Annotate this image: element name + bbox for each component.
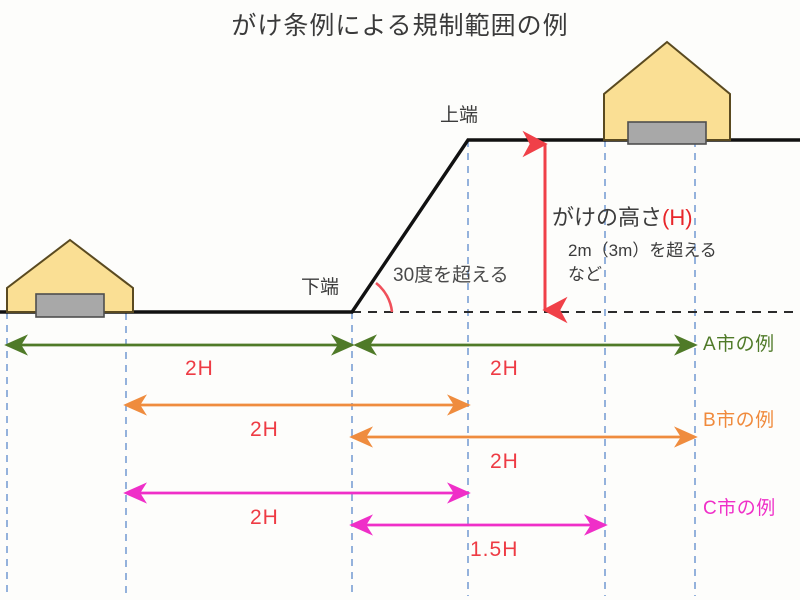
house-upper-foundation-icon bbox=[627, 121, 707, 145]
legend-city-c: C市の例 bbox=[703, 498, 776, 519]
page-title: がけ条例による規制範囲の例 bbox=[231, 12, 569, 40]
dim-label-city-c-right: 1.5H bbox=[470, 538, 519, 561]
cliff-height-symbol: (H) bbox=[662, 205, 693, 230]
dim-label-city-a-right: 2H bbox=[490, 357, 519, 380]
house-lower-foundation-icon bbox=[35, 293, 105, 318]
house-upper-ground bbox=[603, 40, 731, 145]
house-lower-ground bbox=[6, 238, 134, 318]
cliff-height-label-text: がけの高さ bbox=[552, 205, 663, 230]
dim-label-city-b-left: 2H bbox=[250, 418, 279, 441]
span-arrows-city-c bbox=[123, 482, 608, 536]
cliff-height-sub-line-2: など bbox=[568, 265, 602, 284]
legend-city-b: B市の例 bbox=[703, 410, 775, 431]
span-arrows-city-b bbox=[123, 394, 698, 448]
slope-angle-label: 30度を超える bbox=[393, 265, 509, 286]
cliff-height-label: がけの高さ(H) bbox=[552, 205, 693, 230]
dim-label-city-b-right: 2H bbox=[490, 450, 519, 473]
dim-label-city-c-left: 2H bbox=[250, 506, 279, 529]
bottom-edge-label: 下端 bbox=[301, 277, 340, 298]
cliff-height-sub-line-1: 2m（3m）を超える bbox=[568, 241, 717, 260]
legend-city-a: A市の例 bbox=[703, 334, 775, 355]
dim-label-city-a-left: 2H bbox=[185, 357, 214, 380]
slope-angle-arc bbox=[375, 281, 394, 313]
top-edge-label: 上端 bbox=[440, 105, 479, 126]
